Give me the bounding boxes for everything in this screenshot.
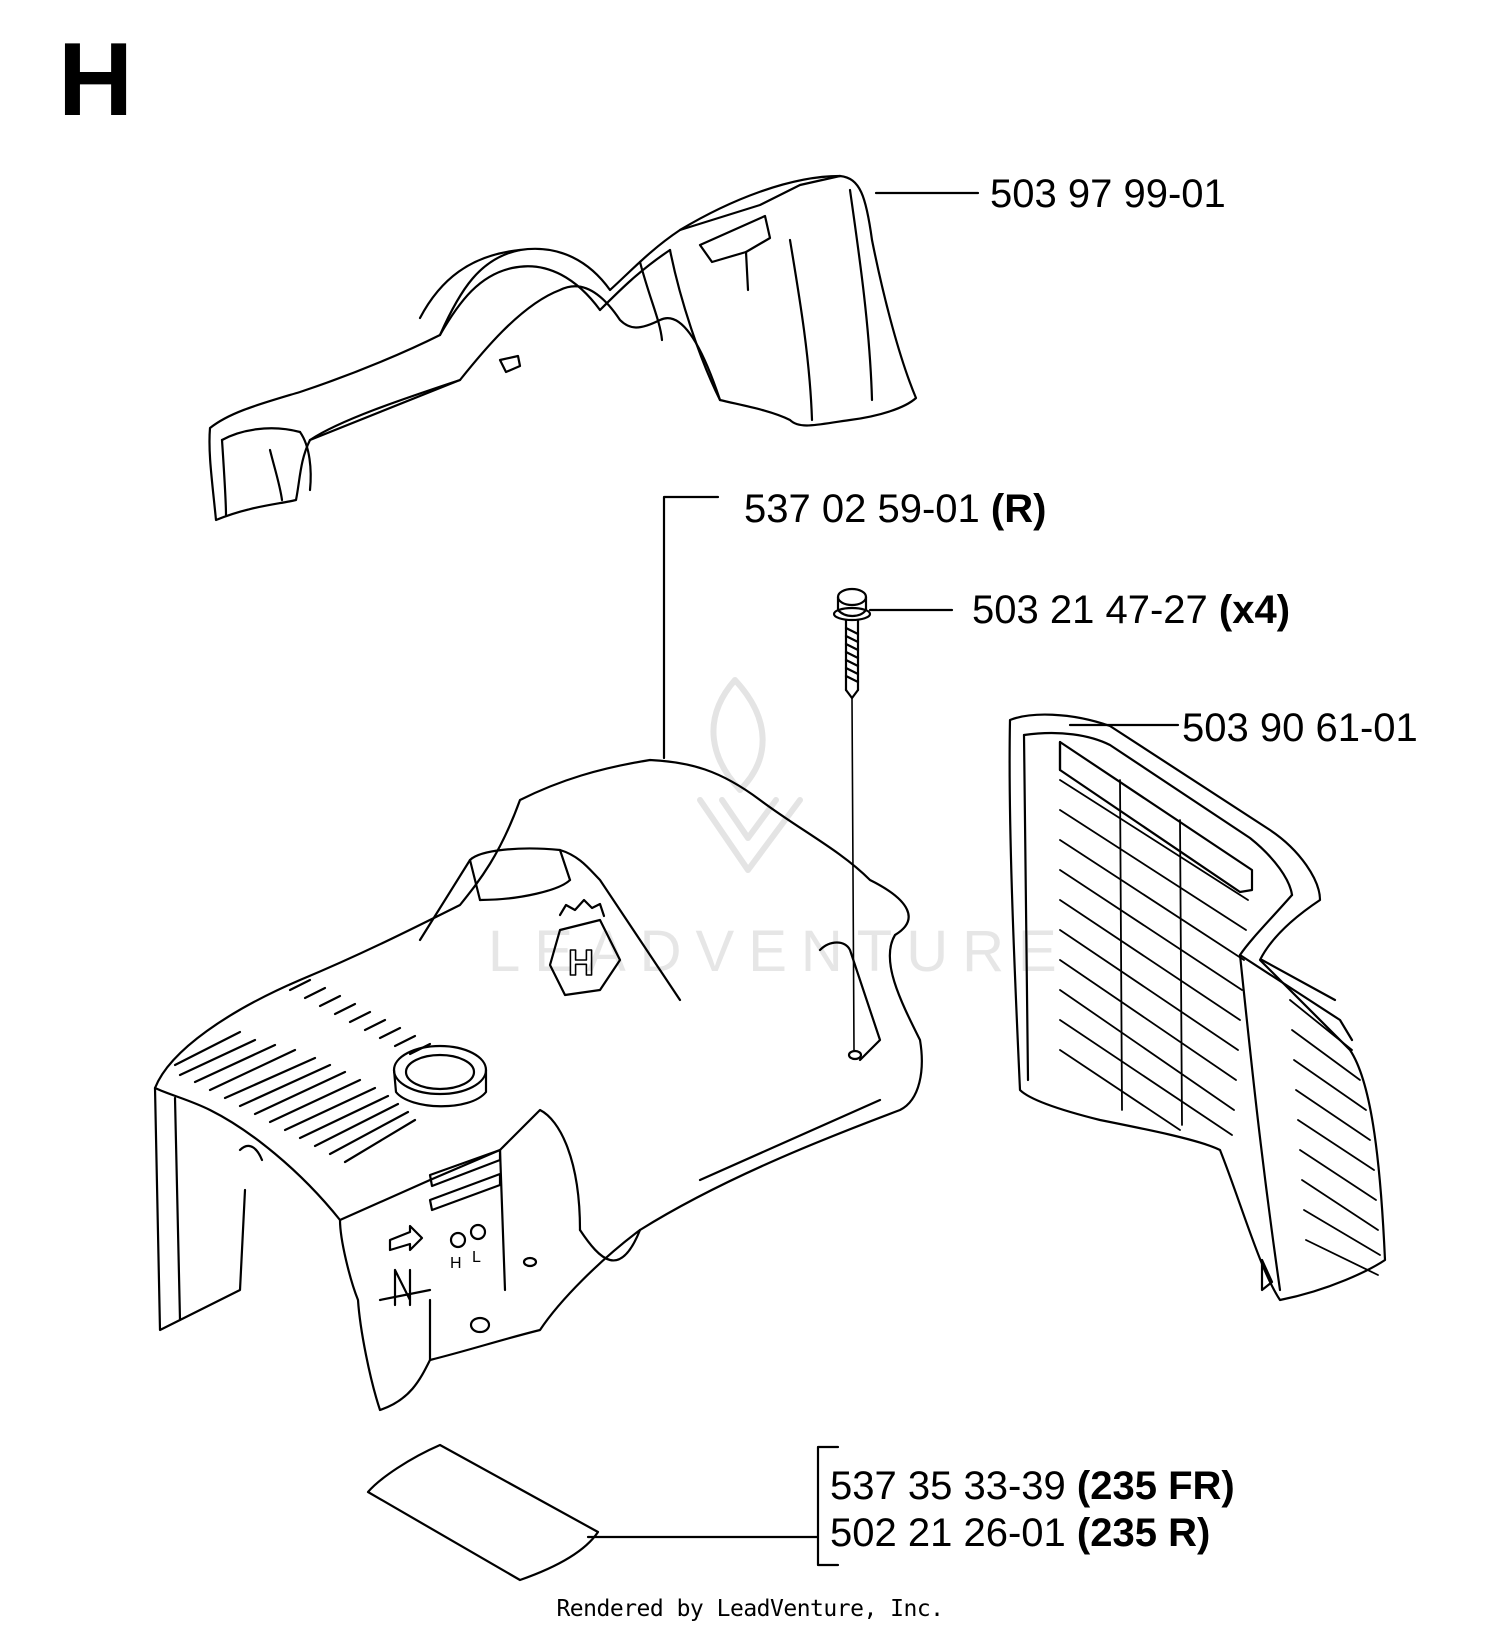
part-callout-4: 503 90 61-01 — [1182, 708, 1418, 748]
svg-text:H: H — [568, 942, 594, 983]
section-letter: H — [58, 22, 134, 138]
vent-slots — [173, 978, 432, 1164]
part-qualifier: (R) — [990, 487, 1047, 531]
part-callout-5: 537 35 33-39 (235 FR) — [830, 1466, 1235, 1506]
part-callout-1: 503 97 99-01 — [990, 174, 1226, 214]
part-callout-2: 537 02 59-01 (R) — [744, 489, 1046, 529]
side-louvers — [1289, 999, 1381, 1276]
filter-cover-part — [1008, 713, 1387, 1302]
cylinder-cover-part: H H L — [153, 758, 923, 1412]
svg-text:H: H — [450, 1255, 462, 1272]
leader-line-5 — [586, 1445, 840, 1567]
part-qualifier: (235 FR) — [1076, 1464, 1235, 1508]
part-callout-6: 502 21 26-01 (235 R) — [830, 1513, 1210, 1553]
top-cover-part — [208, 174, 918, 522]
part-number: 503 97 99-01 — [990, 172, 1226, 216]
part-number: 503 21 47-27 — [972, 588, 1208, 632]
watermark-text: LEADVENTURE — [488, 919, 1071, 984]
watermark-logo — [697, 677, 803, 873]
part-number: 537 02 59-01 — [744, 487, 980, 531]
part-callout-3: 503 21 47-27 (x4) — [972, 590, 1290, 630]
part-number: 502 21 26-01 — [830, 1511, 1066, 1555]
decal-part — [366, 1443, 600, 1582]
svg-text:L: L — [472, 1249, 481, 1266]
screw-part — [832, 587, 872, 1051]
render-credit: Rendered by LeadVenture, Inc. — [556, 1596, 944, 1622]
part-qualifier: (x4) — [1218, 588, 1291, 632]
filter-grille — [1059, 779, 1249, 1136]
part-number: 537 35 33-39 — [830, 1464, 1066, 1508]
leader-line-2 — [662, 495, 720, 760]
part-number: 503 90 61-01 — [1182, 706, 1418, 750]
part-qualifier: (235 R) — [1076, 1511, 1211, 1555]
